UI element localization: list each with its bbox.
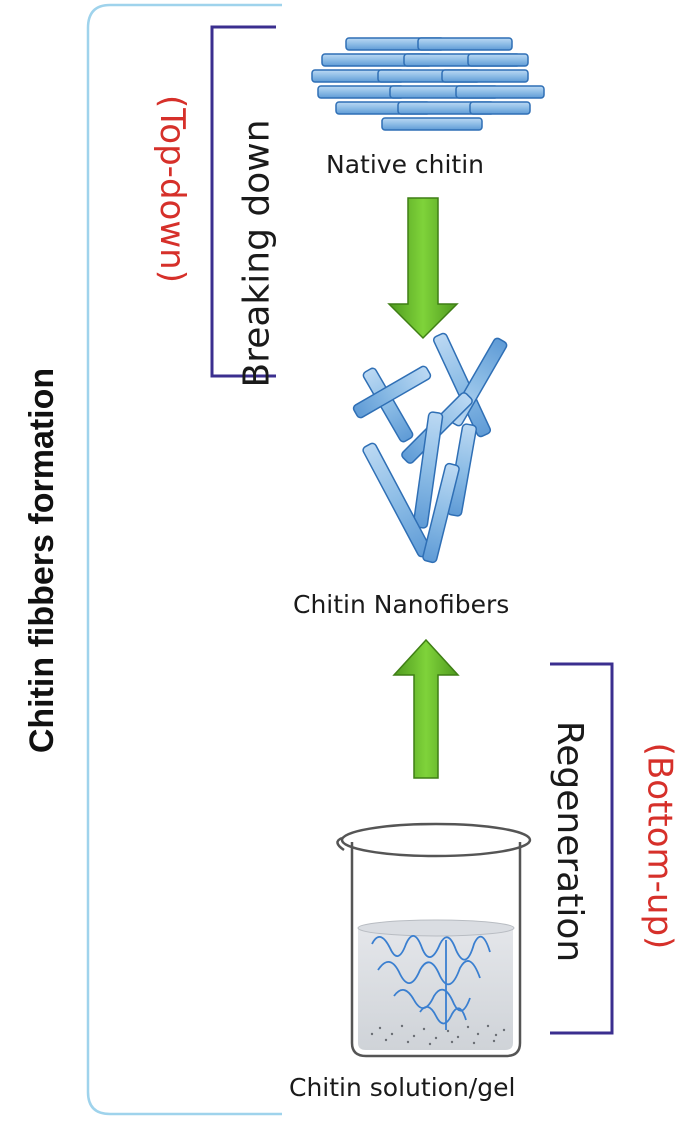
top-down-bracket <box>210 25 276 378</box>
nanofibers-icon <box>352 332 508 564</box>
arrow-up-icon <box>392 638 460 779</box>
chitin-solution-gel-label: Chitin solution/gel <box>289 1073 516 1102</box>
diagram-title: Chitin fibbers formation <box>22 367 61 753</box>
bottom-up-label: (Bottom-up) <box>638 742 679 950</box>
native-chitin-icon <box>311 37 545 131</box>
beaker-icon <box>336 822 532 1058</box>
outer-bracket <box>86 3 282 1116</box>
regeneration-label: Regeneration <box>548 720 590 962</box>
native-chitin-label: Native chitin <box>326 150 485 179</box>
arrow-down-icon <box>387 197 459 340</box>
top-down-label: (Top-down) <box>151 95 192 283</box>
breaking-down-label: Breaking down <box>236 118 278 388</box>
chitin-nanofibers-label: Chitin Nanofibers <box>293 590 510 619</box>
bottom-up-bracket <box>550 662 614 1035</box>
